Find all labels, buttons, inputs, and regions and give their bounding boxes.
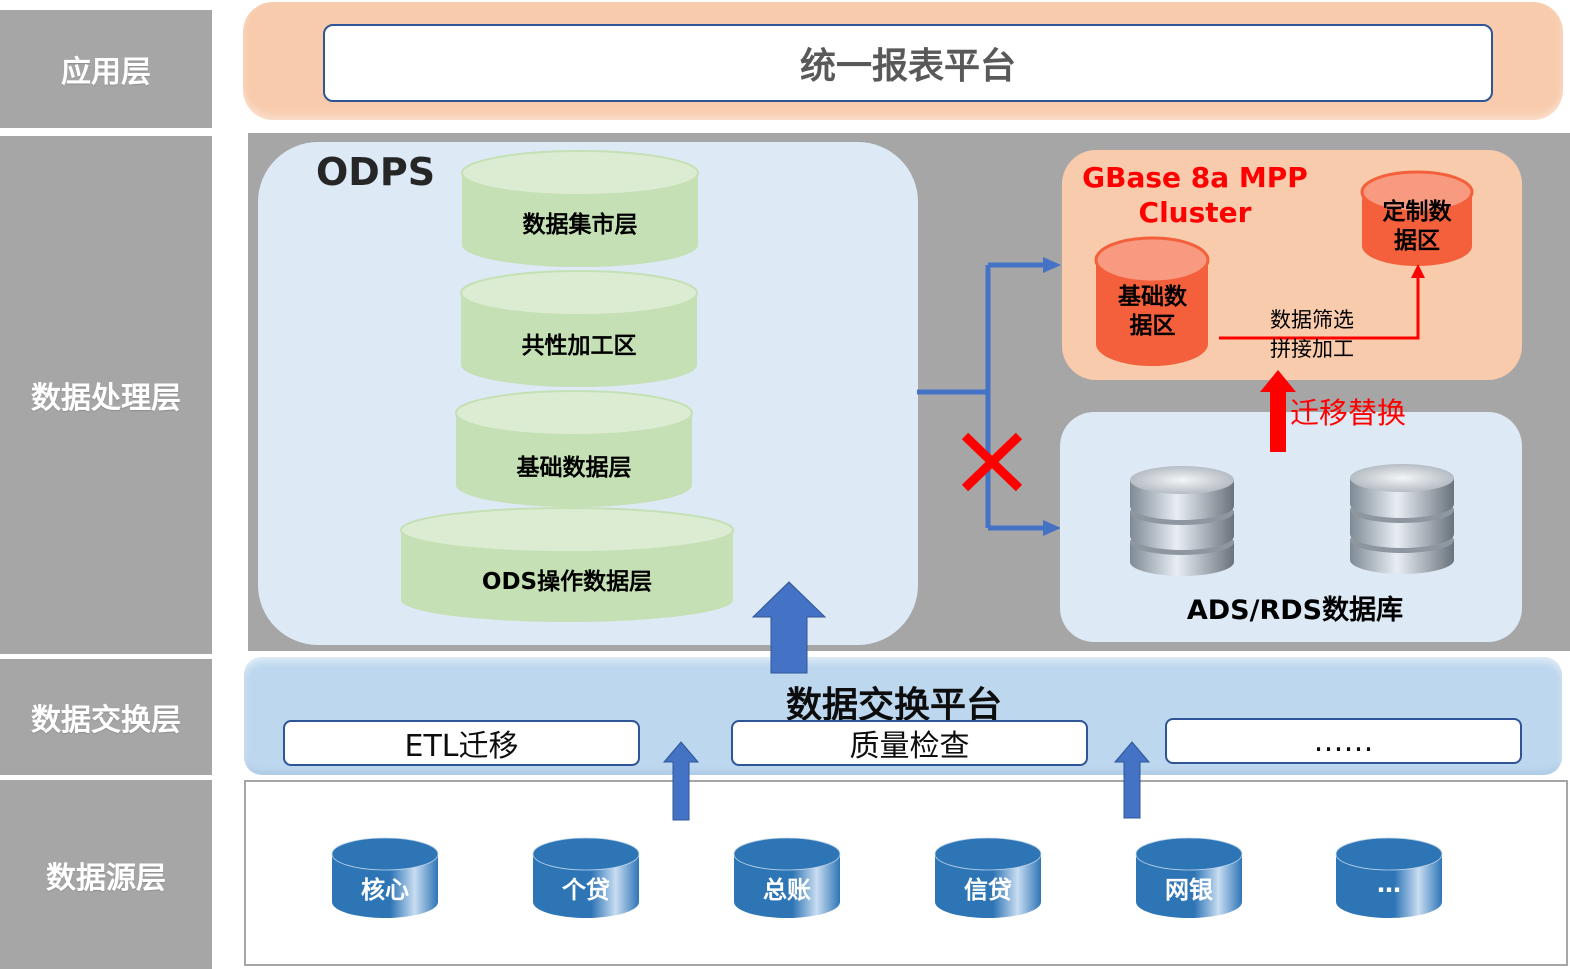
database-server-icon [1130, 466, 1234, 576]
gbase-custom-zone-line2: 据区 [1394, 228, 1440, 254]
odps-tier-common-label: 共性加工区 [521, 333, 637, 359]
layer-label-application: 应用层 [0, 10, 212, 128]
source-system-cylinder[interactable]: 个贷 [531, 836, 641, 920]
source-system-cylinder[interactable]: … [1334, 836, 1444, 920]
source-system-cylinder[interactable]: 核心 [330, 836, 440, 920]
source-system-cylinder[interactable]: 网银 [1134, 836, 1244, 920]
odps-tier-ods[interactable] [400, 507, 734, 622]
gbase-custom-zone-line1: 定制数 [1382, 199, 1452, 225]
arrow-to-ads-icon [1043, 520, 1061, 536]
arrow-to-gbase-icon [1043, 257, 1061, 273]
module-quality-check[interactable]: 质量检查 [731, 720, 1088, 766]
arrow-exchange-to-odps-icon [751, 581, 827, 674]
gbase-base-zone-label: 基础数 据区 [1090, 283, 1215, 341]
module-etl-migration[interactable]: ETL迁移 [283, 720, 640, 766]
arrow-up-icon [1411, 264, 1425, 278]
process-description: 数据筛选 拼接加工 [1270, 306, 1354, 364]
process-line1: 数据筛选 [1270, 308, 1354, 332]
unified-report-platform[interactable]: 统一报表平台 [323, 24, 1493, 102]
source-system-label: 信贷 [964, 876, 1012, 904]
blocked-x-icon [961, 432, 1023, 492]
process-line2: 拼接加工 [1270, 337, 1354, 361]
gbase-custom-zone-cylinder[interactable] [1357, 168, 1477, 270]
gbase-title-line2: Cluster [1138, 196, 1252, 229]
arrow-source-to-exchange-icon [662, 741, 700, 821]
arrow-source-to-exchange-icon [1113, 741, 1151, 819]
gbase-base-zone-line2: 据区 [1129, 313, 1176, 339]
source-system-cylinder[interactable]: 总账 [732, 836, 842, 920]
gbase-base-zone-line1: 基础数 [1118, 284, 1187, 310]
odps-tier-stack [400, 150, 734, 622]
gbase-process-connector [1219, 264, 1425, 340]
odps-tier-common[interactable] [460, 270, 698, 387]
database-server-icon [1350, 464, 1454, 574]
ads-rds-label: ADS/RDS数据库 [1186, 595, 1404, 626]
layer-label-processing: 数据处理层 [0, 136, 212, 654]
gbase-title: GBase 8a MPP Cluster [1080, 160, 1310, 230]
source-system-label: 总账 [763, 876, 811, 904]
odps-tier-mart-label: 数据集市层 [522, 212, 638, 238]
migration-arrow-icon [1260, 370, 1296, 452]
odps-tier-base[interactable] [455, 390, 693, 507]
odps-title: ODPS [316, 150, 436, 194]
module-more[interactable]: …… [1165, 718, 1522, 764]
gbase-title-line1: GBase 8a MPP [1082, 161, 1308, 194]
odps-outbound-connector [917, 257, 1061, 536]
source-system-label: 网银 [1165, 876, 1213, 904]
gbase-base-zone-cylinder[interactable] [1090, 232, 1215, 370]
source-system-cylinder[interactable]: 信贷 [933, 836, 1043, 920]
gbase-custom-zone-label: 定制数 据区 [1357, 198, 1477, 256]
source-system-label: … [1377, 870, 1401, 898]
exchange-platform-title: 数据交换平台 [785, 685, 1002, 726]
odps-tier-base-label: 基础数据层 [516, 455, 632, 481]
odps-tier-mart[interactable] [461, 150, 699, 267]
layer-label-source: 数据源层 [0, 780, 212, 969]
source-system-label: 个贷 [562, 876, 610, 904]
migration-label: 迁移替换 [1290, 396, 1407, 430]
source-system-label: 核心 [361, 876, 409, 904]
layer-label-exchange: 数据交换层 [0, 659, 212, 775]
odps-tier-ods-label: ODS操作数据层 [481, 569, 653, 595]
